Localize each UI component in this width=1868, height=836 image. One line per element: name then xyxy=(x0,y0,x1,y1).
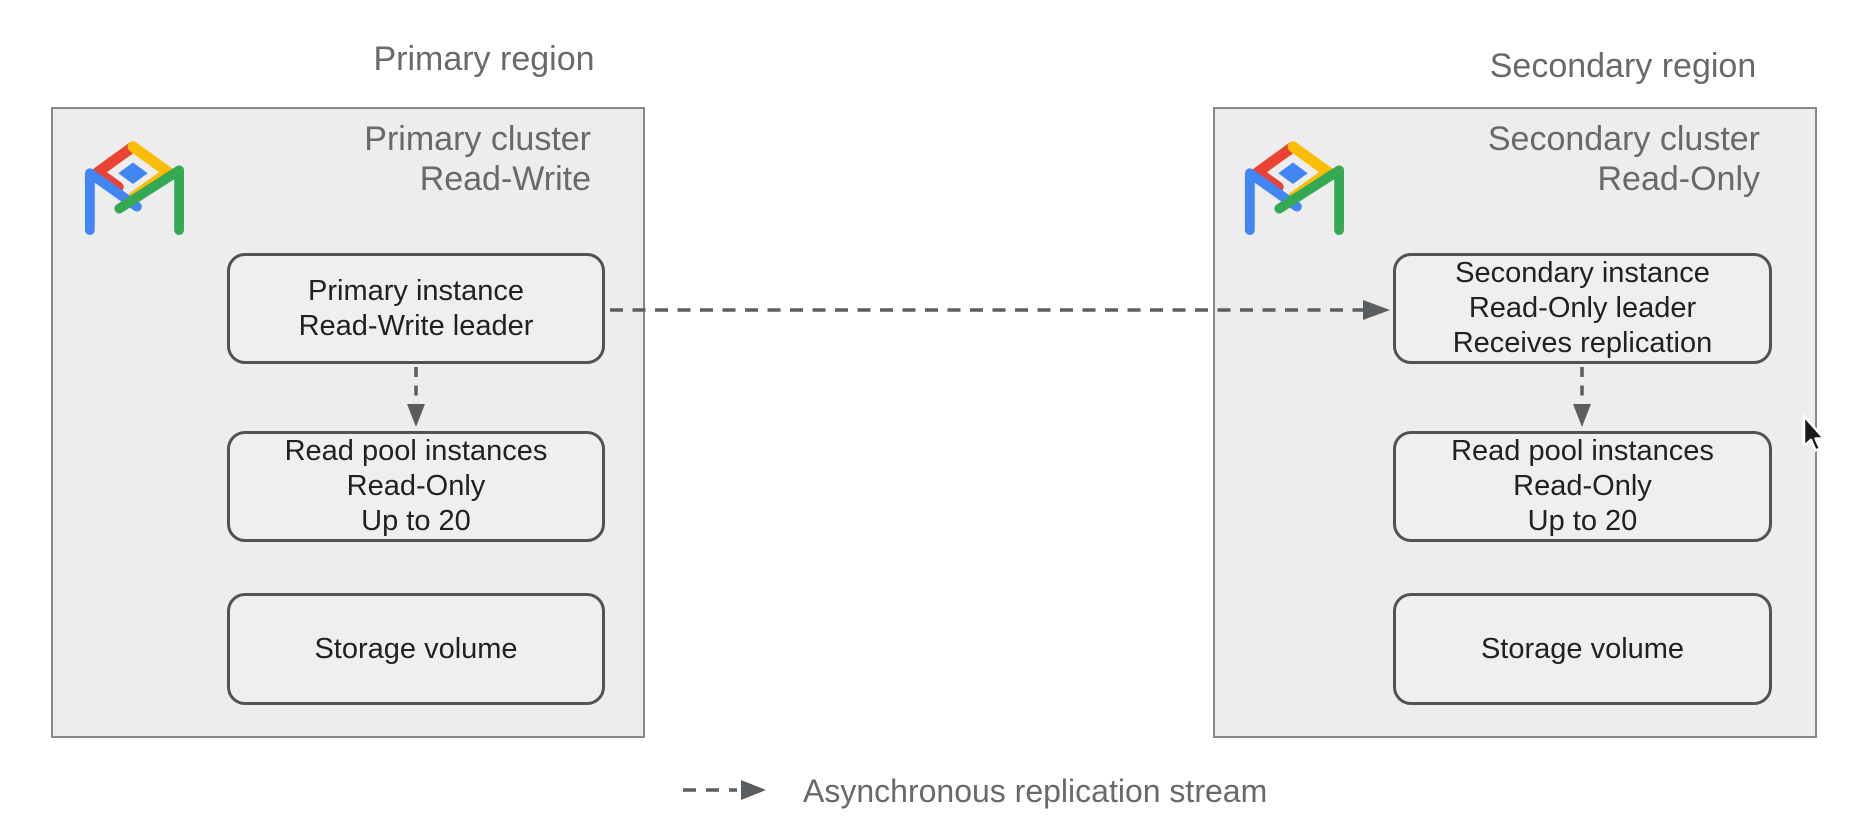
secondary-read-pool-node: Read pool instances Read-Only Up to 20 xyxy=(1393,431,1772,542)
logo-red-stroke xyxy=(92,141,139,193)
secondary-storage-volume-node: Storage volume xyxy=(1393,593,1772,705)
node-text: Secondary instance Read-Only leader Rece… xyxy=(1453,256,1713,361)
node-text-line: Storage volume xyxy=(314,632,518,665)
node-text-line: Read pool instances xyxy=(284,435,548,467)
secondary-cluster-title: Secondary cluster Read-Only xyxy=(1488,119,1760,199)
primary-storage-volume-node: Storage volume xyxy=(227,593,605,705)
logo-blue-diamond xyxy=(118,162,148,185)
node-text-line: Read pool instances xyxy=(1451,435,1714,467)
cluster-title-line: Read-Write xyxy=(419,160,591,198)
legend-arrowhead-icon xyxy=(741,780,766,800)
primary-region-label: Primary region xyxy=(373,40,595,78)
node-text-line: Receives replication xyxy=(1452,327,1713,359)
logo-blue-diamond xyxy=(1278,162,1308,185)
primary-cluster-title: Primary cluster Read-Write xyxy=(364,119,591,199)
node-text: Read pool instances Read-Only Up to 20 xyxy=(1451,434,1714,539)
node-text-line: Secondary instance xyxy=(1455,257,1710,289)
secondary-cluster-box: Secondary cluster Read-Only Secondary in… xyxy=(1213,107,1817,738)
secondary-instance-node: Secondary instance Read-Only leader Rece… xyxy=(1393,253,1772,364)
logo-red-stroke xyxy=(1252,141,1299,193)
cluster-title-line: Primary cluster xyxy=(364,120,591,158)
primary-read-pool-node: Read pool instances Read-Only Up to 20 xyxy=(227,431,605,542)
node-text-line: Up to 20 xyxy=(361,505,471,537)
node-text: Read pool instances Read-Only Up to 20 xyxy=(285,434,548,539)
node-text: Primary instance Read-Write leader xyxy=(299,274,534,344)
alloydb-logo-icon xyxy=(1244,141,1344,236)
logo-blue-leg xyxy=(1244,168,1302,236)
logo-green-leg xyxy=(114,165,184,236)
node-text: Storage volume xyxy=(314,632,517,667)
cluster-title-line: Read-Only xyxy=(1597,160,1760,198)
node-text: Storage volume xyxy=(1481,632,1684,667)
node-text-line: Primary instance xyxy=(308,274,524,307)
cluster-title-line: Secondary cluster xyxy=(1487,120,1760,158)
primary-cluster-box: Primary cluster Read-Write Primary insta… xyxy=(51,107,645,738)
primary-instance-node: Primary instance Read-Write leader xyxy=(227,253,605,364)
node-text-line: Read-Write leader xyxy=(298,309,534,342)
node-text-line: Storage volume xyxy=(1480,632,1685,665)
alloydb-logo-icon xyxy=(84,141,184,236)
node-text-line: Read-Only leader xyxy=(1468,292,1697,324)
node-text-line: Read-Only xyxy=(346,470,486,502)
logo-blue-leg xyxy=(84,168,142,236)
legend-label: Asynchronous replication stream xyxy=(803,773,1268,809)
secondary-region-label: Secondary region xyxy=(1489,47,1757,85)
legend-arrow-sample xyxy=(683,780,766,800)
node-text-line: Up to 20 xyxy=(1527,505,1638,537)
logo-green-leg xyxy=(1274,165,1344,236)
node-text-line: Read-Only xyxy=(1513,470,1652,502)
